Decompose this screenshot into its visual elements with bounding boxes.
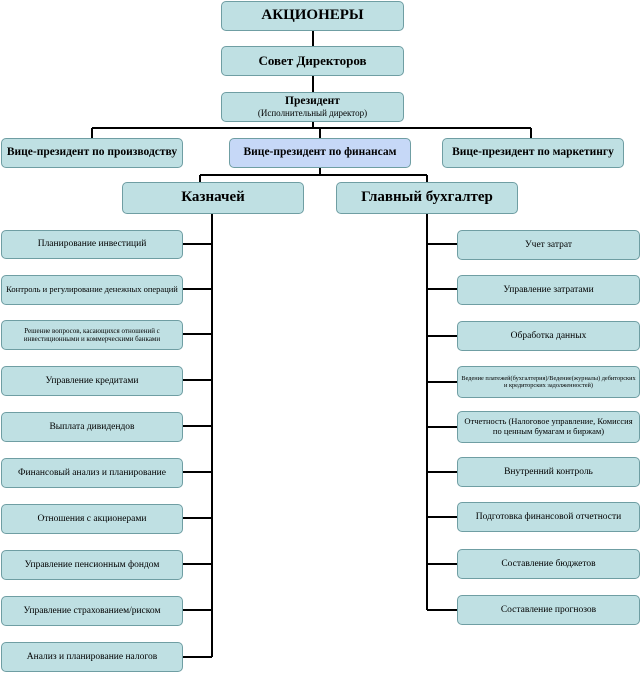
vp-finance-box: Вице-президент по финансам — [229, 138, 411, 168]
president-title: Президент — [285, 95, 340, 108]
accountant-item: Отчетность (Налоговое управление, Комисс… — [457, 411, 640, 443]
treasurer-box: Казначей — [122, 182, 304, 214]
president-subtitle: (Исполнительный директор) — [257, 108, 368, 119]
treasurer-item: Планирование инвестиций — [1, 230, 183, 259]
vp-marketing-box: Вице-президент по маркетингу — [442, 138, 624, 168]
accountant-item: Учет затрат — [457, 230, 640, 260]
treasurer-item: Контроль и регулирование денежных операц… — [1, 275, 183, 305]
board-box: Совет Директоров — [221, 46, 404, 76]
chief-accountant-box: Главный бухгалтер — [336, 182, 518, 214]
vp-production-box: Вице-президент по производству — [1, 138, 183, 168]
president-box: Президент (Исполнительный директор) — [221, 92, 404, 122]
accountant-item: Составление прогнозов — [457, 595, 640, 625]
accountant-item: Подготовка финансовой отчетности — [457, 502, 640, 532]
accountant-item: Внутренний контроль — [457, 457, 640, 487]
accountant-item: Обработка данных — [457, 321, 640, 351]
treasurer-item: Анализ и планирование налогов — [1, 642, 183, 672]
treasurer-item: Управление пенсионным фондом — [1, 550, 183, 580]
treasurer-item: Финансовый анализ и планирование — [1, 458, 183, 488]
treasurer-item: Отношения с акционерами — [1, 504, 183, 534]
treasurer-item: Управление страхованием/риском — [1, 596, 183, 626]
treasurer-item: Управление кредитами — [1, 366, 183, 396]
accountant-item: Управление затратами — [457, 275, 640, 305]
accountant-item: Составление бюджетов — [457, 549, 640, 579]
accountant-item: Ведение платежей(бухгалтерия)/Ведение(жу… — [457, 366, 640, 398]
treasurer-item: Решение вопросов, касающихся отношений с… — [1, 320, 183, 350]
treasurer-item: Выплата дивидендов — [1, 412, 183, 442]
shareholders-box: АКЦИОНЕРЫ — [221, 1, 404, 31]
